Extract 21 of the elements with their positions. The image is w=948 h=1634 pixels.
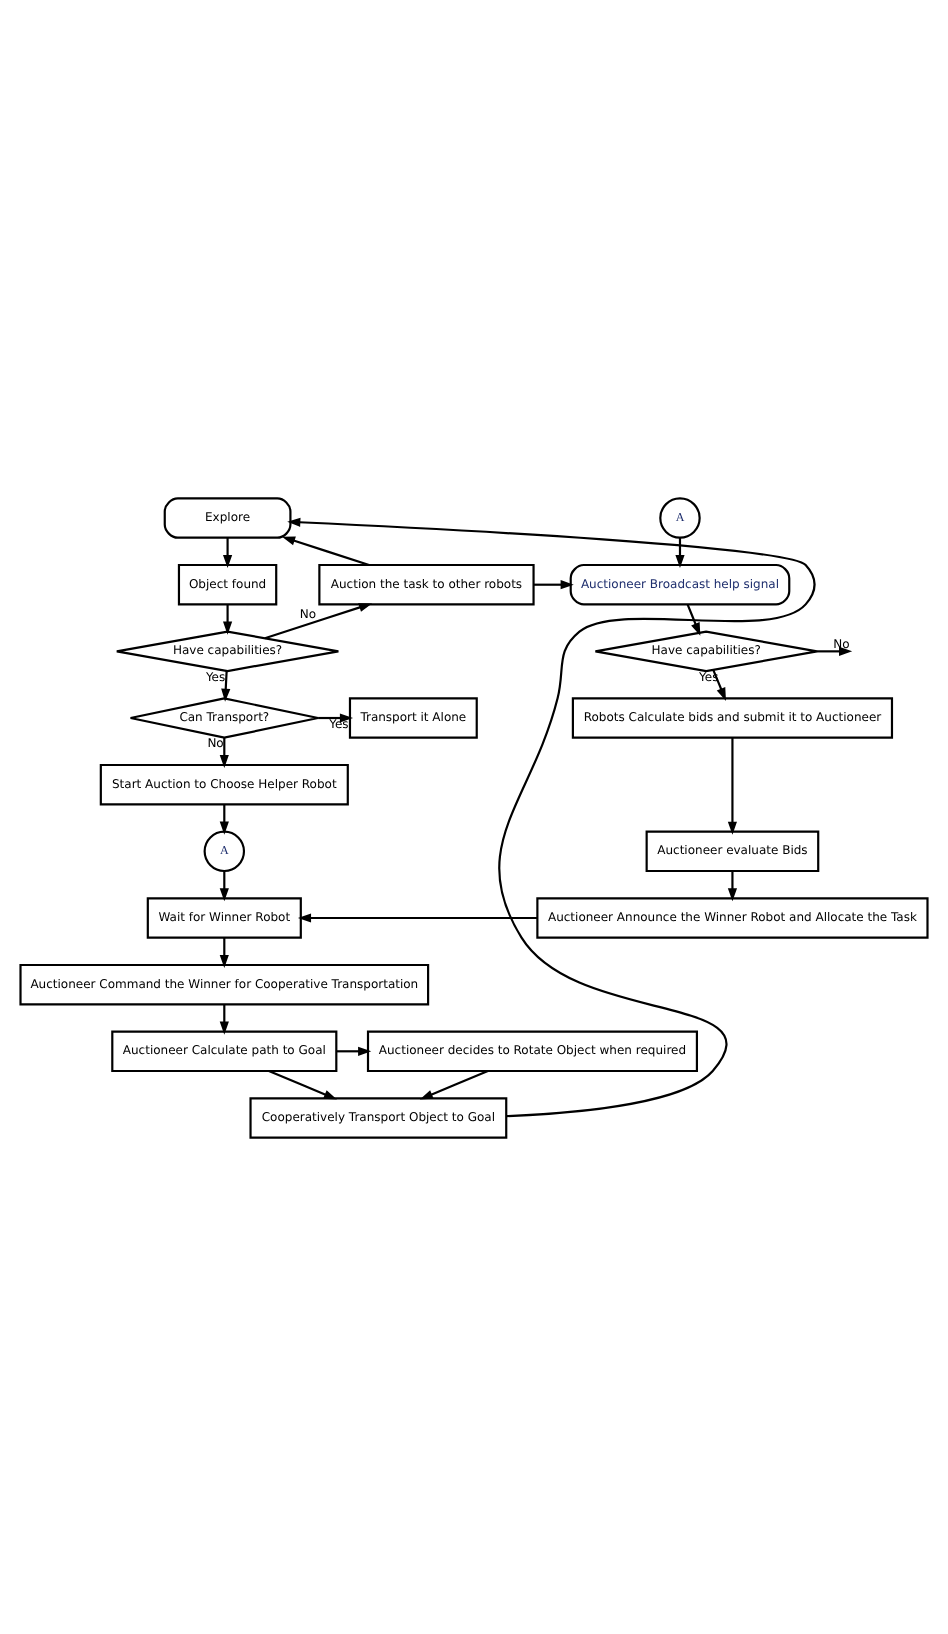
arrow — [712, 668, 726, 701]
arrow — [264, 602, 373, 639]
arrow — [281, 535, 370, 566]
arrow — [223, 603, 233, 634]
arrow — [318, 712, 354, 722]
arrow — [686, 603, 701, 635]
arrow — [219, 1003, 229, 1034]
arrow — [727, 736, 738, 834]
arrow — [221, 670, 231, 701]
arrow — [297, 912, 538, 922]
arrow — [287, 516, 815, 1117]
arrow — [336, 1045, 372, 1055]
arrow — [675, 536, 685, 568]
arrow — [727, 870, 738, 901]
arrow — [533, 579, 574, 589]
arrow — [219, 803, 229, 834]
arrow — [219, 736, 229, 768]
arrow — [219, 870, 229, 901]
arrow — [816, 645, 853, 655]
arrow — [219, 936, 229, 968]
arrow — [223, 536, 233, 568]
